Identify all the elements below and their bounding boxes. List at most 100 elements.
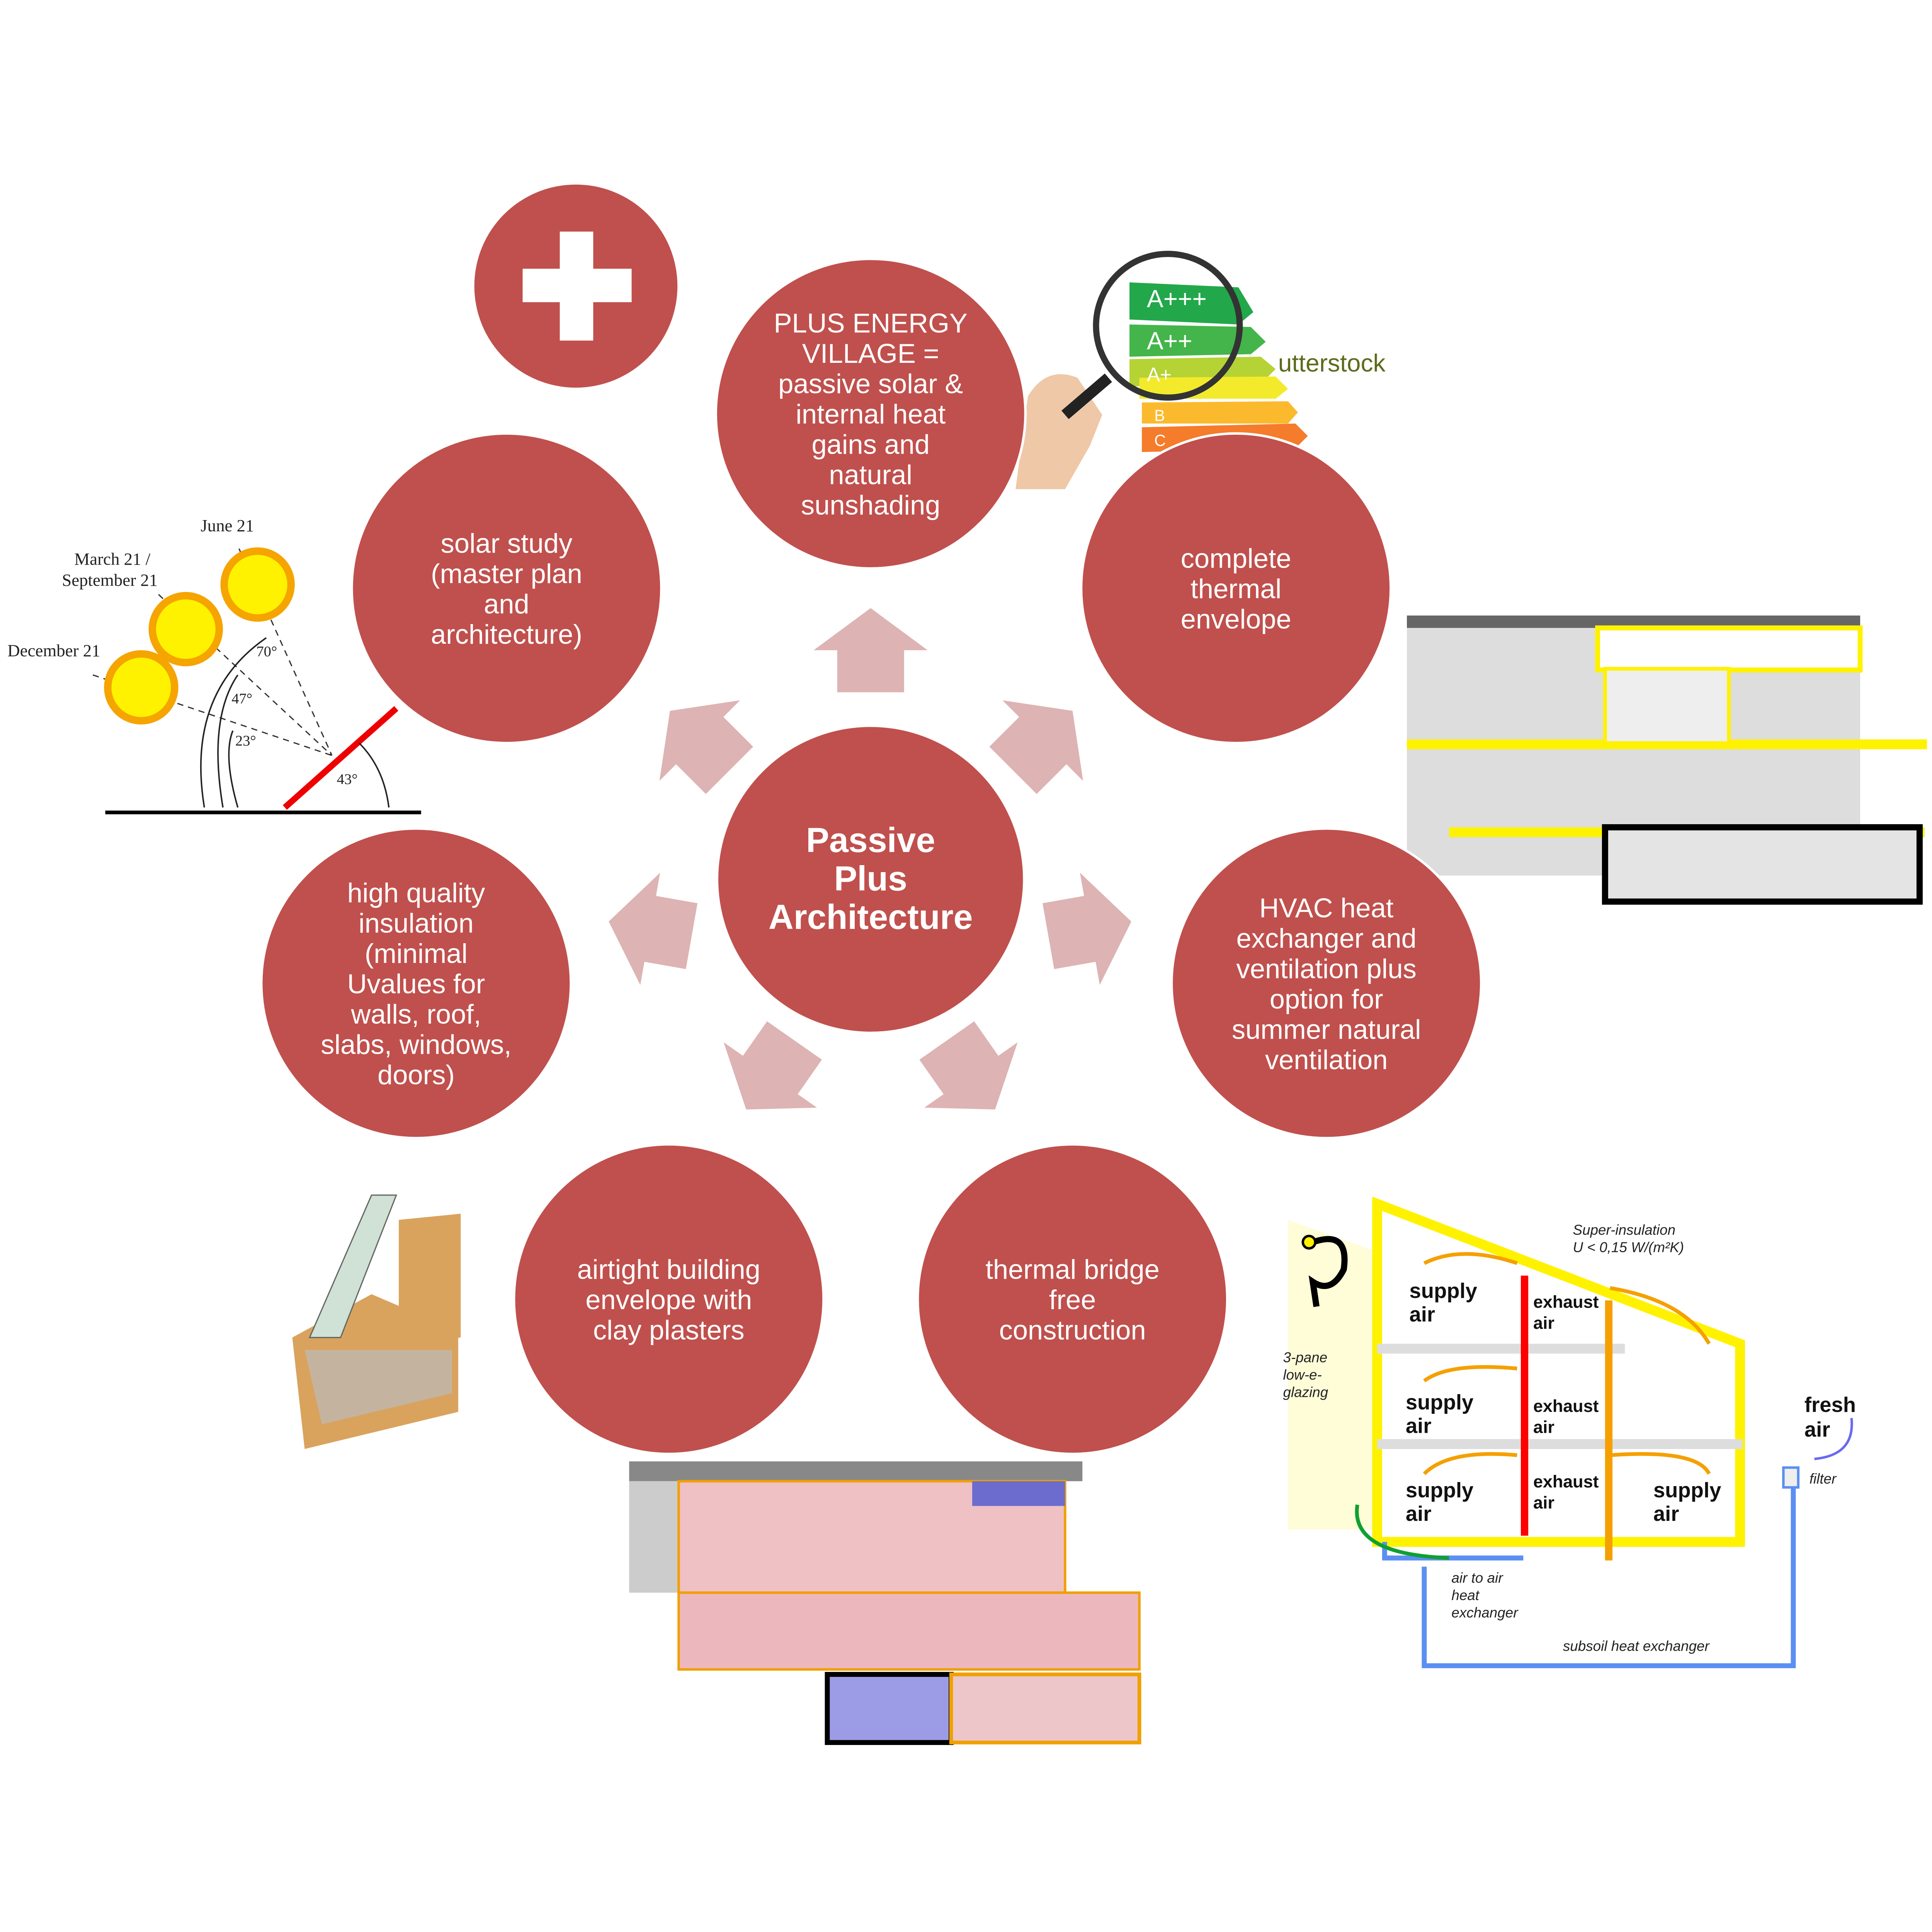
node-label-line: complete — [1181, 543, 1291, 574]
node-label-line: doors) — [378, 1060, 455, 1090]
node-circle — [1080, 432, 1392, 745]
class-a3: A+++ — [1147, 285, 1207, 313]
node-label-line: PLUS ENERGY — [774, 308, 968, 338]
glazing-label-b: low-e- — [1283, 1367, 1322, 1383]
node-label-line: architecture) — [431, 619, 582, 650]
solar-study-illustration: June 21 March 21 / September 21 December… — [7, 516, 421, 815]
supply-air-1b: air — [1409, 1303, 1435, 1326]
super-insulation-label: Super-insulation — [1573, 1222, 1676, 1238]
exhaust-air-2b: air — [1533, 1417, 1554, 1437]
exhaust-air-1: exhaust — [1533, 1292, 1599, 1312]
node-circle — [1170, 827, 1483, 1139]
class-c: C — [1154, 431, 1166, 449]
node-label-line: free — [1049, 1284, 1096, 1315]
node-label-line: summer natural — [1232, 1014, 1421, 1044]
plus-circle — [474, 184, 678, 388]
glazing-label: 3-pane — [1283, 1350, 1328, 1366]
node-label-line: and — [484, 588, 529, 619]
angle-43: 43° — [337, 771, 358, 787]
node-label-line: solar study — [440, 528, 573, 558]
supply-air-4: supply — [1653, 1478, 1721, 1502]
angle-47: 47° — [231, 691, 252, 707]
node-circle — [916, 1143, 1229, 1456]
node-label-line: natural — [829, 459, 912, 490]
arrow-upper-left — [659, 700, 753, 794]
label-december: December 21 — [7, 641, 100, 660]
node-label-line: thermal — [1190, 573, 1281, 604]
node-circle — [350, 432, 663, 745]
node-label-line: sunshading — [801, 490, 940, 520]
center-node: Passive Plus Architecture — [716, 724, 1026, 1034]
node-label-line: Uvalues for — [347, 969, 485, 999]
exhaust-air-3: exhaust — [1533, 1471, 1599, 1491]
watermark: utterstock — [1278, 349, 1386, 377]
sun-icon — [104, 547, 295, 724]
label-june: June 21 — [201, 516, 254, 535]
class-b: B — [1154, 406, 1165, 425]
subsoil-label: subsoil heat exchanger — [1563, 1638, 1710, 1654]
supply-air-1: supply — [1409, 1279, 1477, 1303]
node-label-line: exchanger and — [1236, 923, 1416, 954]
supply-air-2: supply — [1406, 1390, 1474, 1414]
node-label-line: insulation — [359, 908, 474, 938]
arrow-left — [609, 872, 698, 985]
ventilation-diagram: supply air supply air supply air supply … — [1283, 1196, 1856, 1668]
node-label-line: envelope — [1181, 604, 1291, 634]
angle-70: 70° — [256, 644, 277, 660]
node-label-line: HVAC heat — [1259, 893, 1394, 923]
center-title-line-1: Passive — [806, 821, 935, 860]
heat-exchanger-label-b: heat — [1451, 1587, 1480, 1603]
node-label-line: envelope with — [585, 1284, 752, 1315]
class-a1: A+ — [1147, 364, 1172, 386]
glazing-label-c: glazing — [1283, 1384, 1328, 1400]
exhaust-air-3b: air — [1533, 1493, 1554, 1512]
node-label-line: airtight building — [577, 1254, 760, 1284]
node-circle — [260, 827, 572, 1139]
supply-air-2b: air — [1406, 1414, 1432, 1437]
node-label-line: gains and — [811, 429, 930, 460]
node-label-line: construction — [999, 1315, 1146, 1345]
arrow-right — [1043, 872, 1131, 985]
fresh-air-label: fresh — [1804, 1393, 1856, 1417]
arrow-lower-right — [919, 1021, 1018, 1110]
angle-23: 23° — [235, 733, 256, 749]
node-label-line: (master plan — [431, 558, 582, 589]
node-label-line: high quality — [347, 878, 485, 908]
node-label-line: ventilation — [1265, 1044, 1388, 1075]
node-label-line: clay plasters — [593, 1315, 745, 1345]
node-label-line: option for — [1270, 984, 1383, 1014]
node-label-line: (minimal — [365, 938, 468, 969]
label-march: March 21 / — [74, 549, 150, 569]
fresh-air-label-b: air — [1804, 1418, 1830, 1441]
plus-icon — [522, 231, 632, 341]
arrow-lower-left — [723, 1021, 822, 1110]
center-title-line-2: Plus — [834, 859, 907, 898]
node-label-line: ventilation plus — [1236, 953, 1417, 984]
arrow-upper-right — [989, 700, 1083, 794]
magnifier-icon — [1093, 251, 1243, 401]
arrow-up — [813, 608, 928, 692]
node-label-line: VILLAGE = — [802, 338, 939, 369]
supply-air-3b: air — [1406, 1502, 1432, 1526]
node-circle — [714, 257, 1027, 570]
class-a2: A++ — [1147, 327, 1192, 355]
exhaust-air-1b: air — [1533, 1313, 1554, 1333]
u-value-label: U < 0,15 W/(m²K) — [1573, 1239, 1684, 1255]
center-title-line-3: Architecture — [769, 898, 973, 937]
node-label-line: passive solar & — [778, 369, 963, 399]
arrows — [609, 608, 1131, 1110]
filter-label: filter — [1810, 1471, 1837, 1487]
node-label-line: slabs, windows, — [321, 1029, 512, 1060]
window-frame-image — [292, 1194, 461, 1449]
label-september: September 21 — [62, 570, 158, 590]
supply-air-4b: air — [1653, 1502, 1679, 1526]
logo-icon — [1305, 1236, 1348, 1307]
heat-exchanger-label: air to air — [1451, 1570, 1503, 1586]
